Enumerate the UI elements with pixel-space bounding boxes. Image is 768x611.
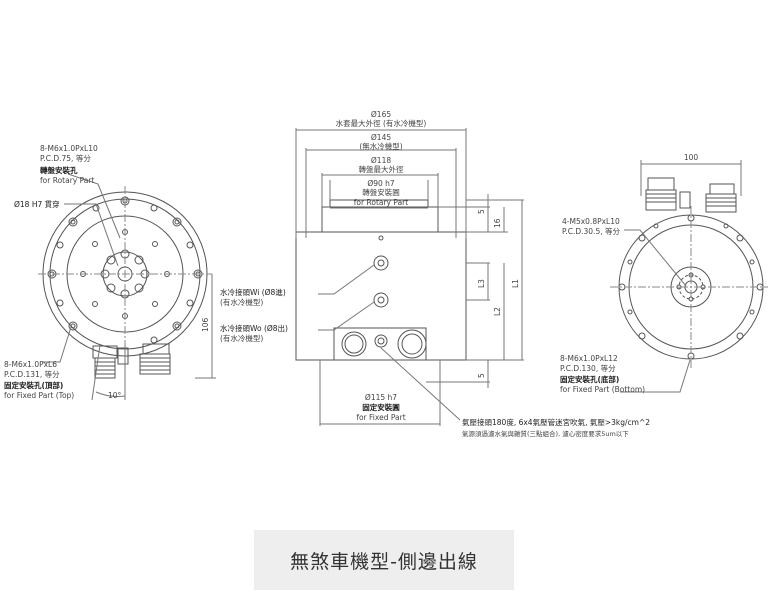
d90-desc: 轉盤安裝圓 (362, 187, 400, 197)
dim-L2: L2 (493, 307, 502, 316)
d115-desc: 固定安裝圓 (362, 402, 400, 412)
d145-desc: (無水冷機型) (359, 141, 402, 151)
rotary-holes-pcd: P.C.D.75, 等分 (40, 153, 91, 163)
dim-16: 16 (493, 218, 502, 228)
left-view-drawing (38, 173, 216, 401)
bore-spec: Ø18 H7 貫穿 (14, 199, 60, 209)
d145-value: Ø145 (371, 133, 391, 142)
dim-L1: L1 (511, 279, 520, 288)
fixed-bottom-en: for Fixed Part (Bottom) (560, 385, 645, 394)
d118-desc: 轉盤最大外徑 (359, 164, 404, 174)
d165-value: Ø165 (371, 110, 391, 119)
water-in-label: 水冷接頭Wi (Ø8進) (220, 287, 286, 297)
fixed-bottom-pcd: P.C.D.130, 等分 (560, 363, 616, 373)
d90-en: for Rotary Part (354, 198, 408, 207)
dim-L3: L3 (477, 279, 486, 288)
m5-holes-spec: 4-M5x0.8PxL10 (562, 217, 620, 226)
fixed-top-pcd: P.C.D.131, 等分 (4, 369, 60, 379)
width-dim-100: 100 (684, 153, 699, 162)
air-note-2: 氣源須過濾水氣與雜質(三點組合), 濾心密度要求5um以下 (462, 429, 629, 438)
right-view-drawing (610, 160, 768, 393)
fixed-top-spec: 8-M6x1.0PxL6 (4, 360, 57, 369)
water-out-note: (有水冷機型) (220, 333, 263, 343)
d115-value: Ø115 h7 (365, 393, 397, 402)
caption-title: 無煞車機型-側邊出線 (290, 550, 478, 573)
dim-5-bottom: 5 (477, 373, 486, 378)
water-out-label: 水冷接頭Wo (Ø8出) (220, 323, 288, 333)
fixed-bottom-spec: 8-M6x1.0PxL12 (560, 354, 618, 363)
fixed-top-en: for Fixed Part (Top) (4, 391, 74, 400)
rotary-holes-title: 轉盤安裝孔 (40, 165, 78, 175)
dim-5-top: 5 (477, 209, 486, 214)
center-view-drawing (295, 128, 524, 426)
height-dim-106: 106 (201, 317, 210, 332)
m5-holes-pcd: P.C.D.30.5, 等分 (562, 226, 620, 236)
rotary-holes-spec: 8-M6x1.0PxL10 (40, 144, 98, 153)
technical-drawing: 8-M6x1.0PxL10 P.C.D.75, 等分 轉盤安裝孔 for Rot… (4, 110, 768, 438)
d90-value: Ø90 h7 (367, 179, 395, 188)
caption-box: 無煞車機型-側邊出線 (254, 530, 514, 590)
d115-en: for Fixed Part (356, 413, 405, 422)
fixed-top-title: 固定安裝孔(頂部) (4, 380, 63, 390)
d165-desc: 水套最大外徑 (有水冷機型) (336, 118, 427, 128)
fixed-bottom-title: 固定安裝孔(底部) (560, 374, 619, 384)
water-in-note: (有水冷機型) (220, 297, 263, 307)
air-note-1: 氣壓接頭180度, 6x4氣壓管迷宮吹氣, 氣壓>3kg/cm^2 (462, 417, 650, 427)
d118-value: Ø118 (371, 156, 391, 165)
rotary-holes-en: for Rotary Part (40, 176, 94, 185)
angle-dim: 10° (108, 391, 122, 400)
